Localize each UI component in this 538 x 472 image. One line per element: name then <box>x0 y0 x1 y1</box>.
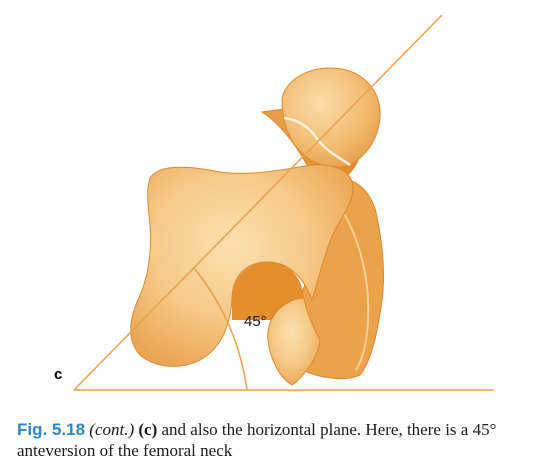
condyle-ridge <box>341 209 370 371</box>
femur-diagram: 45° <box>73 14 494 391</box>
caption-panel-ref: (c) <box>138 420 158 439</box>
neck-axis-line <box>73 14 443 391</box>
distal-femur <box>130 164 354 367</box>
caption-text: and also the horizontal plane. Here, the… <box>17 420 497 460</box>
panel-letter: c <box>54 366 63 383</box>
angle-label: 45° <box>244 313 267 330</box>
figure-label: Fig. 5.18 <box>17 420 86 439</box>
angle-arc <box>193 267 248 391</box>
lateral-condyle <box>267 297 321 386</box>
figure-caption: Fig. 5.18 (cont.) (c) and also the horiz… <box>17 419 532 461</box>
femoral-head <box>281 67 381 168</box>
head-articular-line <box>283 116 351 167</box>
caption-cont: (cont.) <box>89 420 135 439</box>
